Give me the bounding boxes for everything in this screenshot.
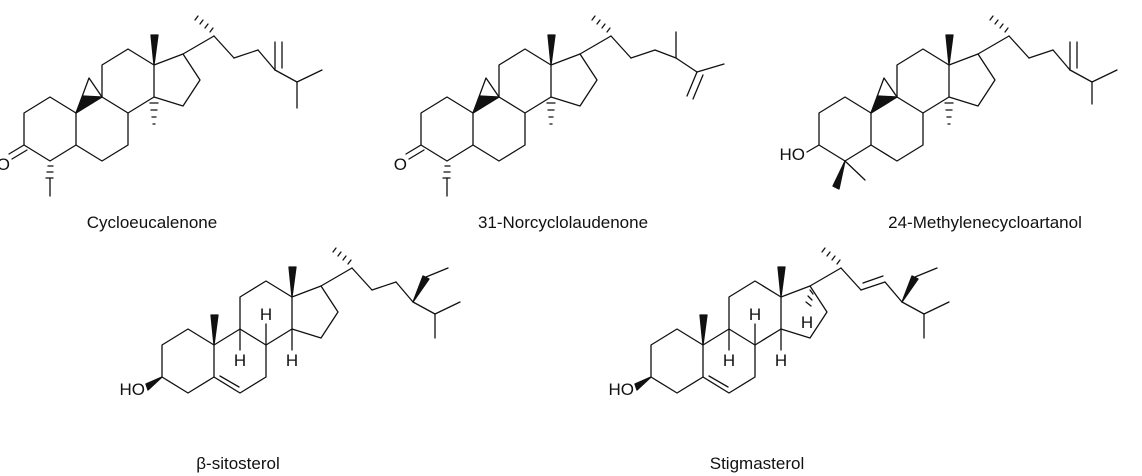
atom-label-o: O (394, 155, 407, 174)
stereo-h-c17: H (801, 313, 813, 332)
structure-31-norcyclolaudenone: O 31-Norcyclolaudenone (394, 15, 725, 232)
compound-name-stigmasterol: Stigmasterol (710, 454, 804, 473)
compound-name-24-methylenecycloartanol: 24-Methylenecycloartanol (888, 213, 1082, 232)
structure-cycloeucalenone: O Cycloeucalenone (0, 15, 323, 232)
structure-stigmasterol: HO H H H H Stigmasterol (609, 247, 950, 473)
atom-label-ho: HO (609, 380, 635, 399)
atom-label-ho: HO (780, 145, 806, 164)
stereo-h-c9: H (234, 351, 246, 370)
atom-label-o: O (0, 155, 10, 174)
compound-name-beta-sitosterol: β-sitosterol (196, 454, 279, 473)
stereo-h-c14: H (286, 351, 298, 370)
structure-beta-sitosterol: HO H H H β-sitosterol (120, 247, 461, 473)
compound-name-31-norcyclolaudenone: 31-Norcyclolaudenone (478, 213, 648, 232)
compound-name-cycloeucalenone: Cycloeucalenone (87, 213, 217, 232)
stereo-h-c8: H (749, 305, 761, 324)
stereo-h-c14: H (775, 351, 787, 370)
stereo-h-c9: H (723, 351, 735, 370)
atom-label-ho: HO (120, 380, 146, 399)
stereo-h-c8: H (260, 305, 272, 324)
structure-24-methylenecycloartanol: HO 24-Methylenecycloartanol (780, 15, 1118, 232)
